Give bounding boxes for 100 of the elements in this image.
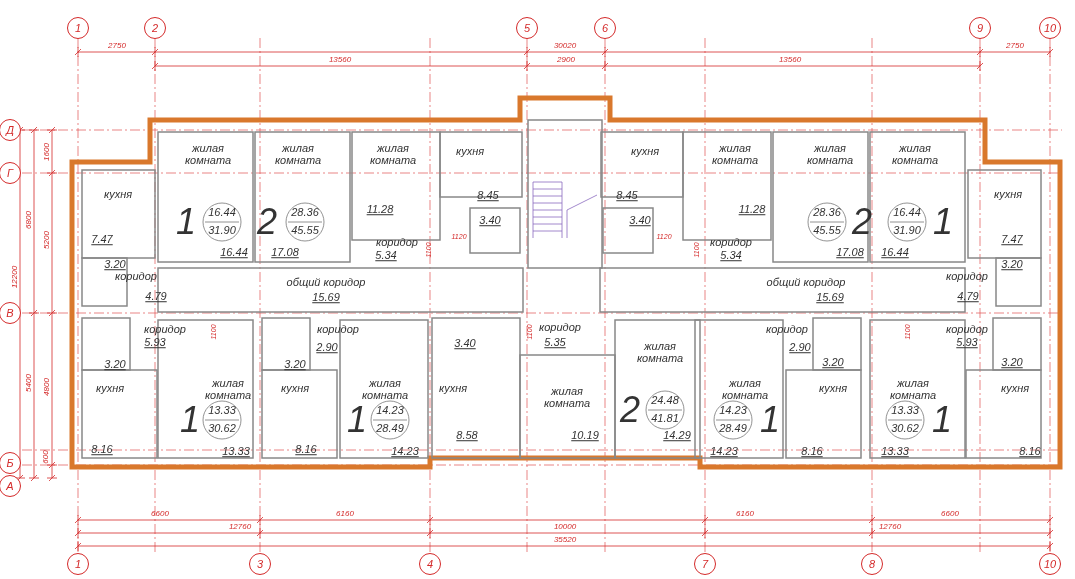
room-name: жилая комната — [720, 378, 770, 402]
dimension-value: 12760 — [878, 522, 902, 532]
grid-axis-marker: 8 — [861, 553, 883, 575]
grid-axis-marker: 1 — [67, 553, 89, 575]
room-name: кухня — [103, 189, 133, 201]
apartment-area: 13.33 — [891, 405, 919, 417]
grid-axis-marker: 7 — [694, 553, 716, 575]
room-name: жилая комната — [273, 143, 323, 167]
room-area: 17.08 — [836, 247, 864, 259]
grid-axis-marker: В — [0, 302, 21, 324]
room-area: 17.08 — [271, 247, 299, 259]
room-area: 3.20 — [284, 359, 306, 371]
room-area: 8.16 — [91, 444, 113, 456]
grid-axis-marker: 4 — [419, 553, 441, 575]
room-name: коридор — [115, 271, 157, 283]
room-name: общий коридор — [286, 277, 366, 289]
apartment-room-count: 1 — [347, 401, 367, 439]
room-name: кухня — [993, 189, 1023, 201]
apartment-area: 31.90 — [208, 225, 236, 237]
room-area: 14.23 — [710, 446, 738, 458]
apartment-area: 13.33 — [208, 405, 236, 417]
room-name: жилая комната — [542, 386, 592, 410]
room-area: 3.40 — [629, 215, 651, 227]
room-name: коридор — [946, 271, 988, 283]
room-area: 5.34 — [375, 250, 397, 262]
grid-axis-marker: 1 — [67, 17, 89, 39]
room-area: 11.28 — [366, 204, 394, 216]
grid-axis-marker: А — [0, 475, 21, 497]
room-area: 3.20 — [1001, 357, 1023, 369]
room-area: 3.20 — [104, 259, 126, 271]
dimension-value: 6800 — [24, 211, 34, 229]
dimension-value: 2900 — [557, 55, 575, 65]
room-area: 3.20 — [822, 357, 844, 369]
room-name: кухня — [818, 383, 848, 395]
room-area: 8.58 — [456, 430, 478, 442]
room-name: коридор — [766, 324, 808, 336]
room-name: жилая комната — [360, 378, 410, 402]
apartment-room-count: 1 — [180, 401, 200, 439]
grid-axis-marker: Б — [0, 452, 21, 474]
grid-axis-marker: 10 — [1039, 553, 1061, 575]
apartment-area: 14.23 — [376, 405, 404, 417]
room-area: 11.28 — [738, 204, 766, 216]
dimension-value: 30020 — [553, 41, 577, 51]
room-area: 5.93 — [144, 337, 166, 349]
dimension-value: 12760 — [228, 522, 252, 532]
apartment-area: 16.44 — [208, 207, 236, 219]
room-area: 3.20 — [1001, 259, 1023, 271]
room-area: 3.40 — [454, 338, 476, 350]
grid-axis-marker: 6 — [594, 17, 616, 39]
dimension-value: 5200 — [42, 231, 52, 249]
room-name: коридор — [317, 324, 359, 336]
dimension-value: 6160 — [736, 509, 754, 519]
dimension-value: 1600 — [42, 143, 52, 161]
room-name: жилая комната — [710, 143, 760, 167]
dimension-value: 6600 — [941, 509, 959, 519]
room-area: 5.35 — [544, 337, 566, 349]
apartment-area: 28.36 — [291, 207, 319, 219]
apartment-room-count: 2 — [852, 203, 872, 241]
room-name: коридор — [710, 237, 752, 249]
room-area: 15.69 — [816, 292, 844, 304]
dimension-value: 10000 — [553, 522, 577, 532]
apartment-area: 28.49 — [719, 423, 747, 435]
room-name: жилая комната — [183, 143, 233, 167]
room-name: коридор — [946, 324, 988, 336]
room-area: 13.33 — [881, 446, 909, 458]
room-area: 2.90 — [316, 342, 338, 354]
apartment-area: 14.23 — [719, 405, 747, 417]
dimension-value: 2750 — [1006, 41, 1024, 51]
room-area: 14.29 — [663, 430, 691, 442]
dimension-value: 12200 — [10, 265, 20, 289]
apartment-room-count: 1 — [760, 401, 780, 439]
dimension-value: 13560 — [328, 55, 352, 65]
grid-axis-marker: 10 — [1039, 17, 1061, 39]
grid-axis-marker: Д — [0, 119, 21, 141]
dimension-value: 6160 — [336, 509, 354, 519]
room-area: 2.90 — [789, 342, 811, 354]
room-area: 5.34 — [720, 250, 742, 262]
room-area: 3.40 — [479, 215, 501, 227]
apartment-room-count: 1 — [933, 203, 953, 241]
grid-axis-marker: 3 — [249, 553, 271, 575]
grid-axis-marker: 9 — [969, 17, 991, 39]
room-name: жилая комната — [203, 378, 253, 402]
apartment-area: 28.49 — [376, 423, 404, 435]
room-name: кухня — [280, 383, 310, 395]
room-name: кухня — [630, 146, 660, 158]
apartment-area: 24.48 — [651, 395, 679, 407]
room-name: общий коридор — [766, 277, 846, 289]
dimension-value: 6600 — [151, 509, 169, 519]
dimension-value: 2750 — [108, 41, 126, 51]
room-area: 4.79 — [145, 291, 167, 303]
grid-axis-marker: Г — [0, 162, 21, 184]
room-area: 10.19 — [571, 430, 599, 442]
room-area: 3.20 — [104, 359, 126, 371]
room-area: 7.47 — [1001, 234, 1023, 246]
room-area: 5.93 — [956, 337, 978, 349]
room-name: коридор — [539, 322, 581, 334]
apartment-area: 45.55 — [813, 225, 841, 237]
apartment-area: 16.44 — [893, 207, 921, 219]
room-name: жилая комната — [888, 378, 938, 402]
dimension-value: 13560 — [778, 55, 802, 65]
